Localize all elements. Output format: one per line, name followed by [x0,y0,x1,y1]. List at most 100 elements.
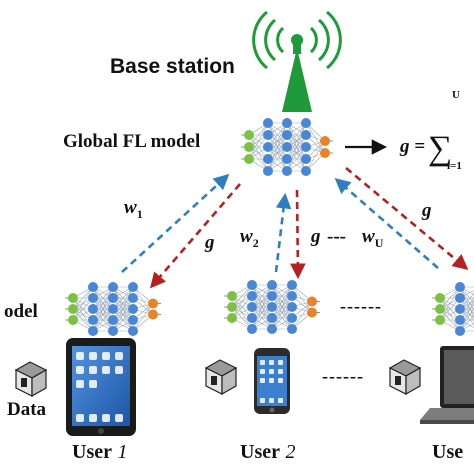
wU-label: wU [362,226,384,250]
network-node [282,118,292,128]
network-node [108,293,118,303]
local-model-label: odel [4,301,38,322]
network-node [108,315,118,325]
w1-label: w1 [124,197,143,221]
data-label: Data [7,399,47,420]
tower-icon [252,10,342,112]
network-node [287,291,297,301]
network-node [88,293,98,303]
network-node [68,304,78,314]
network-node [128,293,138,303]
network-node [267,291,277,301]
network-node [227,291,237,301]
network-node [148,298,158,309]
network-node [88,315,98,325]
network-node [247,313,257,323]
network-node [301,154,311,164]
base-station-label: Base station [110,55,235,78]
network-node [282,154,292,164]
network-node [247,291,257,301]
network-node [263,118,273,128]
mid-dashes: --- [327,226,346,247]
network-node [267,313,277,323]
data-icon [14,361,48,398]
network-node [287,313,297,323]
network-node [455,315,465,325]
network-node [287,324,297,334]
network-node [263,154,273,164]
network-node [301,118,311,128]
network-node [287,280,297,290]
downlink-arrow-user-1 [149,183,241,289]
network-node [244,142,254,152]
user-u-label: Use [432,441,464,463]
network-node [263,130,273,140]
network-node [455,293,465,303]
network-node [263,142,273,152]
network-node [128,282,138,292]
network-node [88,326,98,336]
network-node [287,302,297,312]
network-node [282,142,292,152]
downlink-arrow-user-2 [290,189,306,280]
network-node [244,154,254,164]
network-node [128,315,138,325]
network-node [108,326,118,336]
network-node [227,302,237,312]
tablet-device-icon [66,338,136,436]
network-node [301,142,311,152]
network-node [282,166,292,176]
phone-device-icon [254,348,290,414]
network-node [247,280,257,290]
network-node [128,304,138,314]
g-left-label: g [205,232,215,253]
network-node [455,282,465,292]
network-node [108,304,118,314]
network-node [247,302,257,312]
network-node [455,326,465,336]
network-node [68,315,78,325]
network-node [307,296,317,307]
network-node [301,130,311,140]
user-2-label: User 2 [240,441,296,463]
network-node [320,148,330,158]
network-node [435,293,445,303]
network-node [128,326,138,336]
models-ellipsis: ------ [340,296,382,316]
network-node [307,307,317,318]
uplink-arrow-user-u [334,177,439,269]
user-1-model-network [65,282,161,336]
user-2-model-network [224,280,320,334]
network-node [455,304,465,314]
g-mid-label: g [311,226,321,247]
devices-ellipsis: ------ [322,366,364,386]
global-model-network [241,118,333,176]
network-node [148,309,158,320]
uplink-arrow-user-2 [274,192,292,273]
user-u-model-network [432,282,474,336]
network-node [108,282,118,292]
uplink-arrow-user-1 [121,173,230,273]
g-right-label: g [422,200,432,221]
downlink-arrow-user-u [345,167,469,270]
network-node [435,315,445,325]
sum-upper-limit: U [452,89,460,101]
network-node [263,166,273,176]
network-node [301,166,311,176]
network-node [320,136,330,146]
data-icon [204,359,238,396]
network-node [88,304,98,314]
w2-label: w2 [240,226,259,250]
sum-lower-limit: i=1 [447,160,462,172]
network-node [88,282,98,292]
network-node [267,280,277,290]
sum-symbol: ∑ [428,130,452,167]
user-1-label: User 1 [72,441,128,463]
global-model-label: Global FL model [63,131,201,152]
network-node [267,324,277,334]
network-node [435,304,445,314]
network-node [244,130,254,140]
network-node [227,313,237,323]
